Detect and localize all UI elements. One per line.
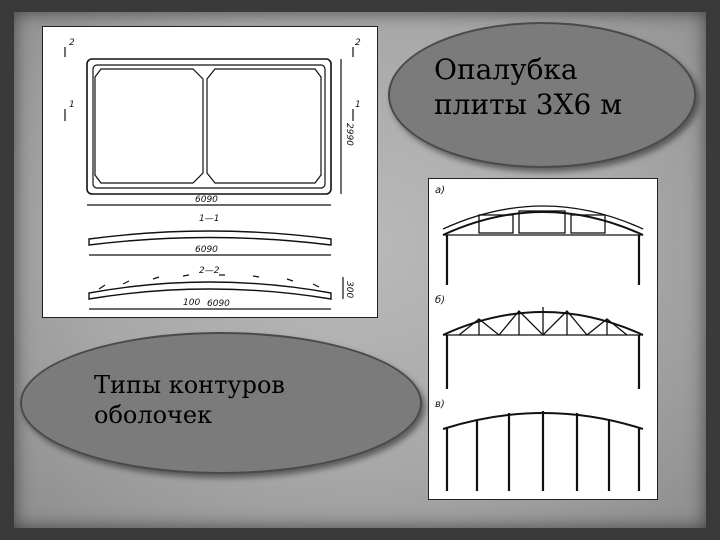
shell-types-drawing: а) б) в) — [435, 185, 644, 491]
slab-title-oval — [388, 22, 696, 168]
section-mark-1-left: 1 — [69, 100, 75, 110]
shell-types-panel: а) б) в) — [428, 178, 658, 500]
shell-type-b-label: б) — [435, 294, 445, 306]
section-2-profile — [88, 281, 332, 300]
shell-a-window — [570, 214, 606, 234]
shell-b-truss-verticals — [478, 307, 608, 335]
shell-a-window — [478, 214, 514, 234]
shell-a-arch — [442, 211, 644, 236]
shell-a-arch-top — [442, 205, 644, 230]
section-mark-2-right: 2 — [355, 38, 361, 48]
section-2-ribs — [98, 274, 320, 290]
slab-plan-inner — [92, 64, 326, 189]
slab-title-line-2: плиты 3Х6 м — [434, 88, 623, 121]
slab-title-line-1: Опалубка — [434, 53, 578, 86]
shell-title-line-2: оболочек — [94, 401, 213, 429]
slab-cell-left — [94, 68, 204, 184]
section-2-width-label: 6090 — [207, 299, 230, 309]
section-2-height-label: 300 — [344, 281, 354, 298]
plan-width-label: 6090 — [195, 195, 218, 205]
section-1-label: 1—1 — [199, 214, 219, 224]
shell-type-c-label: в) — [435, 399, 445, 410]
section-1-width-label: 6090 — [195, 245, 218, 255]
slab-plan-outline — [86, 58, 332, 195]
section-1-profile — [88, 230, 332, 246]
shell-type-a-label: а) — [435, 185, 445, 196]
slab-drawing-panel: 2 2 1 1 6090 2990 1—1 6090 2—2 100 6090 … — [42, 26, 378, 318]
plan-height-label: 2990 — [344, 123, 354, 146]
section-2-inner-label: 100 — [183, 298, 200, 308]
shell-title: Типы контуров оболочек — [94, 370, 285, 430]
slab-cell-right — [206, 68, 322, 184]
shell-a-window — [518, 210, 566, 234]
slab-drawing: 2 2 1 1 6090 2990 1—1 6090 2—2 100 6090 … — [64, 38, 361, 310]
shell-title-line-1: Типы контуров — [94, 371, 285, 399]
slab-title: Опалубка плиты 3Х6 м — [434, 52, 622, 122]
shell-title-oval — [20, 332, 422, 474]
section-2-label: 2—2 — [199, 266, 220, 276]
section-mark-1-right: 1 — [355, 100, 361, 110]
section-mark-2-left: 2 — [69, 38, 75, 48]
